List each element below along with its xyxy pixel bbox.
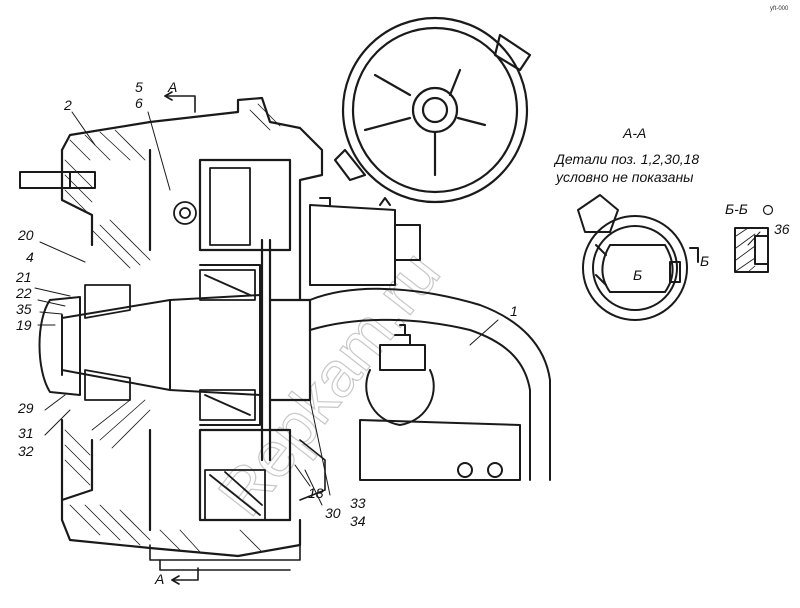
callout-35: 35 xyxy=(16,301,32,317)
section-bb-view xyxy=(734,227,769,273)
section-aa-note-1: Детали поз. 1,2,30,18 xyxy=(553,151,699,167)
callout-32: 32 xyxy=(18,443,34,459)
left-shaft-stub xyxy=(19,171,96,189)
callout-2: 2 xyxy=(63,97,72,113)
callout-30: 30 xyxy=(325,505,341,521)
callout-5: 5 xyxy=(135,79,143,95)
cut-mark-bottom xyxy=(171,567,199,585)
callout-19: 19 xyxy=(16,317,32,333)
central-shaft xyxy=(38,264,261,426)
callout-34: 34 xyxy=(350,513,366,529)
callout-29: 29 xyxy=(17,400,34,416)
section-bb-hatching xyxy=(735,227,756,273)
lower-gear xyxy=(204,469,266,521)
drag-link xyxy=(309,287,551,481)
watermark-text: Repkam.ru xyxy=(204,238,453,529)
watermark: Repkam.ru xyxy=(204,237,455,529)
bearings xyxy=(84,269,256,421)
callout-33: 33 xyxy=(350,495,366,511)
flange-plate xyxy=(260,238,312,462)
cut-mark-bottom-label: A xyxy=(154,571,164,587)
callout-31: 31 xyxy=(18,425,34,441)
cut-mark-top xyxy=(164,91,196,113)
callout-21: 21 xyxy=(15,269,32,285)
cut-mark-top-label: A xyxy=(167,79,177,95)
lower-housing-detail xyxy=(149,439,326,571)
callout-1: 1 xyxy=(510,303,518,319)
section-bb-circle-icon xyxy=(762,204,774,216)
callout-18: 18 xyxy=(308,485,324,501)
section-bb-part-label: 36 xyxy=(774,221,790,237)
callout-labels: 2 5 6 1 20 4 21 22 35 19 29 31 32 18 30 … xyxy=(15,79,518,529)
valve-block xyxy=(309,197,421,286)
corner-code: yft-000 xyxy=(770,6,789,12)
section-bb-title: Б-Б xyxy=(725,201,748,217)
section-aa-note-2: условно не показаны xyxy=(555,169,694,185)
section-aa-inner-mark: Б xyxy=(633,267,642,283)
section-aa-title: А-А xyxy=(622,125,646,141)
callout-6: 6 xyxy=(135,95,143,111)
callout-20: 20 xyxy=(17,227,34,243)
section-aa-view xyxy=(577,194,699,321)
leader-lines xyxy=(34,111,761,506)
ball-joint xyxy=(365,324,435,426)
callout-22: 22 xyxy=(15,285,32,301)
callout-4: 4 xyxy=(26,249,34,265)
upper-gear xyxy=(173,167,251,246)
hand-wheel xyxy=(333,16,532,204)
section-aa-arrow-mark: Б xyxy=(700,253,709,269)
